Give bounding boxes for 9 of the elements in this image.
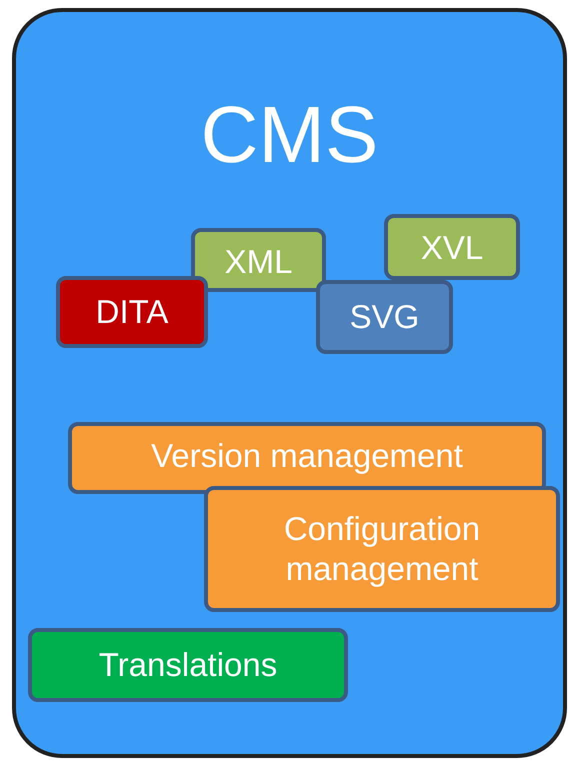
feature-box: Configuration management xyxy=(204,486,560,612)
format-tag: XML xyxy=(191,228,326,292)
format-tag: XVL xyxy=(384,214,520,280)
feature-box: Translations xyxy=(28,628,348,702)
feature-box: Version management xyxy=(68,422,546,494)
format-tag: SVG xyxy=(316,280,453,354)
cms-panel xyxy=(12,8,567,758)
format-tag: DITA xyxy=(56,276,208,348)
panel-title: CMS xyxy=(200,90,378,180)
